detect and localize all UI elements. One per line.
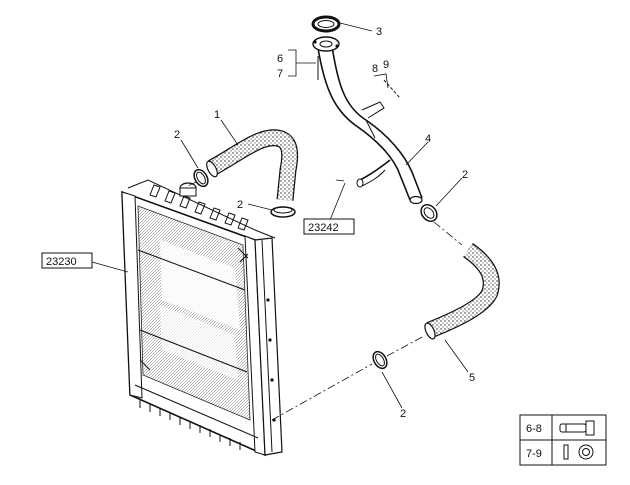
callout-4: 4: [425, 133, 431, 145]
callout-2-right: 2: [462, 169, 468, 181]
callout-5: 5: [469, 372, 475, 384]
callout-7: 7: [277, 68, 283, 80]
callout-9: 9: [383, 59, 389, 71]
radiator: [121, 179, 283, 457]
hose-clamp-lower: [372, 350, 388, 370]
callout-2-middle: 2: [237, 199, 243, 211]
hose-clamp-upper-lower: [270, 206, 296, 218]
reference-code-radiator: 23230: [46, 256, 77, 268]
callout-6: 6: [277, 53, 283, 65]
leader-lines: [91, 22, 469, 409]
callout-1: 1: [214, 109, 220, 121]
callout-2-bottom: 2: [400, 408, 406, 420]
callout-3: 3: [376, 26, 382, 38]
callout-2-upper-left: 2: [174, 129, 180, 141]
pipe-flange: [312, 36, 340, 52]
hose-clamp-upper-left: [193, 168, 209, 188]
bolt-icon: [559, 420, 595, 436]
assembly-centerlines: [187, 179, 463, 421]
legend-row1-label: 6-8: [526, 423, 542, 435]
reference-code-pipe-group: 23242: [308, 222, 339, 234]
radiator-left-tank: [121, 191, 143, 399]
reference-box-radiator: 23230: [41, 252, 93, 269]
fastener-legend: 6-8 7-9: [519, 414, 607, 466]
legend-row2-label: 7-9: [526, 448, 542, 460]
hose-clamp-pipe-end: [420, 204, 438, 222]
reference-box-pipe-group: 23242: [303, 218, 355, 235]
lower-hose: [424, 243, 500, 340]
coolant-pipe: [312, 36, 423, 205]
upper-hose: [206, 129, 299, 201]
callout-8: 8: [372, 63, 378, 75]
washer-icon: [563, 444, 594, 460]
flange-gasket: [311, 15, 341, 33]
